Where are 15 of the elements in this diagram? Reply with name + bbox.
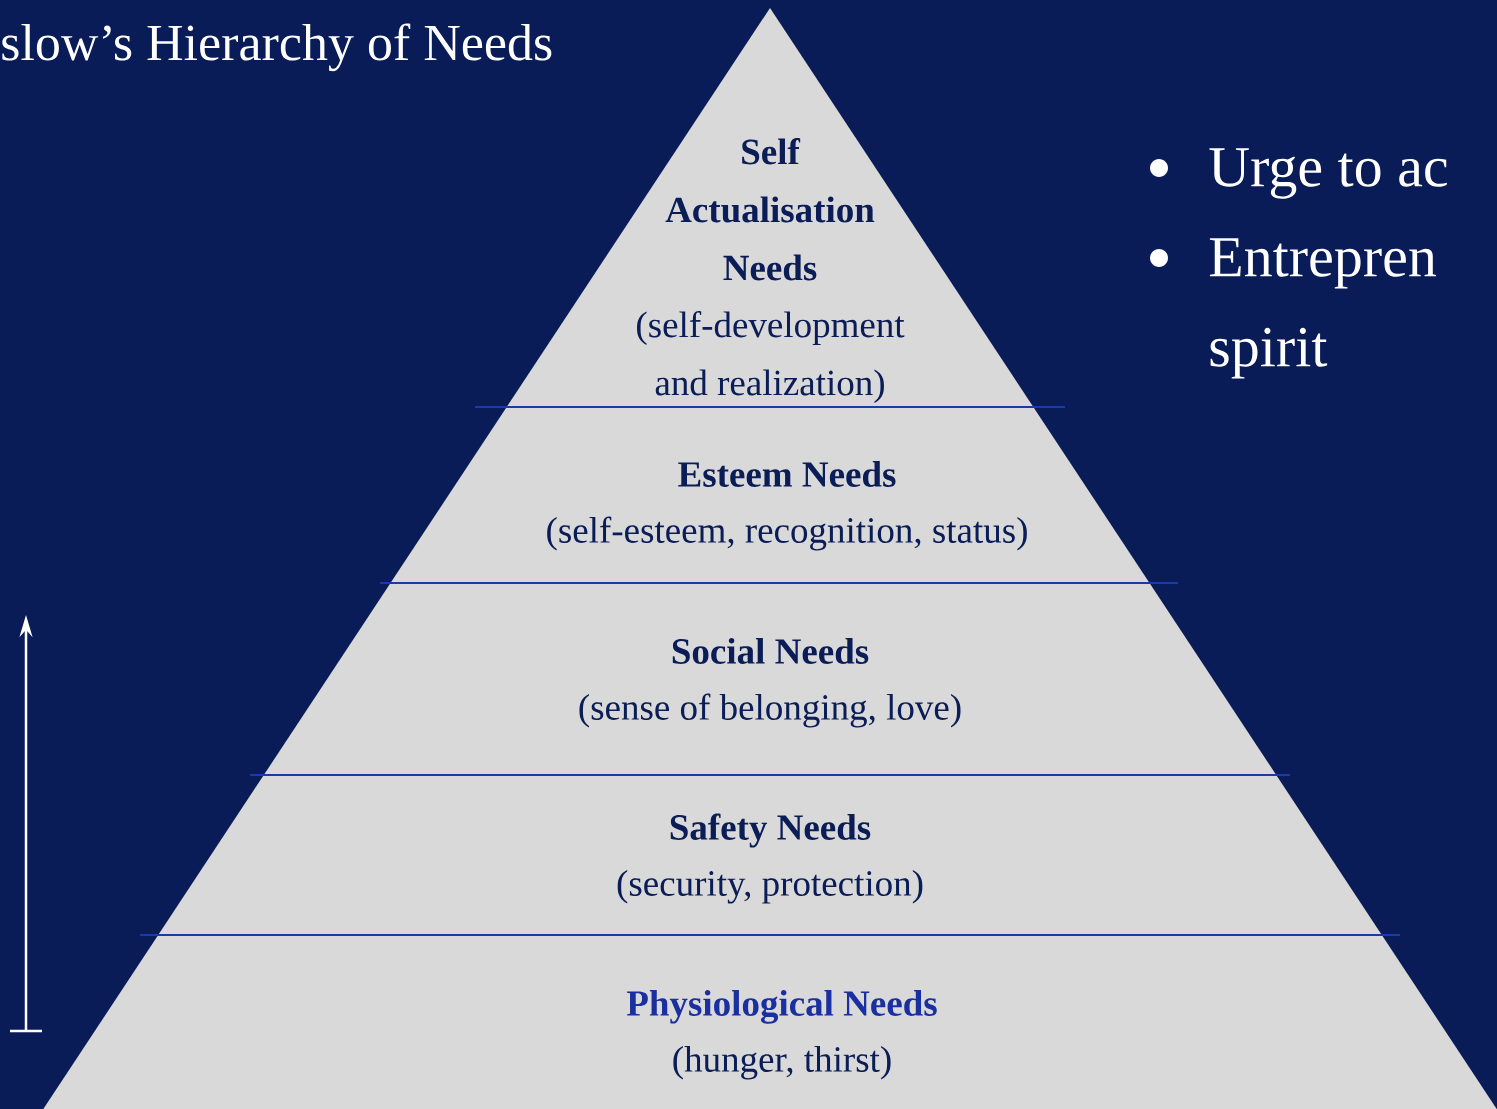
bullet-text: Entrepren spirit <box>1209 238 1437 379</box>
node-label: (hunger, thirst) <box>673 1045 891 1080</box>
node-label: (self-development and realization) <box>637 311 905 403</box>
pyramid-level: Social Needs (sense of belonging, love) <box>263 583 1277 775</box>
node-label: (security, protection) <box>617 869 923 904</box>
bullet-text: Urge to ac <box>1209 148 1447 199</box>
node-label: Esteem Needs <box>678 460 896 487</box>
pyramid-level: Physiological Needs (hunger, thirst) <box>43 935 1497 1109</box>
node-label: Self Actualisation Needs <box>665 138 875 281</box>
node-label: (sense of belonging, love) <box>579 693 961 728</box>
node-label: Social Needs <box>672 637 869 664</box>
node-label: Physiological Needs <box>626 989 937 1024</box>
node-label: Safety Needs <box>670 813 871 848</box>
pyramid-level: Esteem Needs (self-esteem, recognition, status) <box>390 407 1150 583</box>
node-label: (self-esteem, recognition, status) <box>547 516 1027 551</box>
